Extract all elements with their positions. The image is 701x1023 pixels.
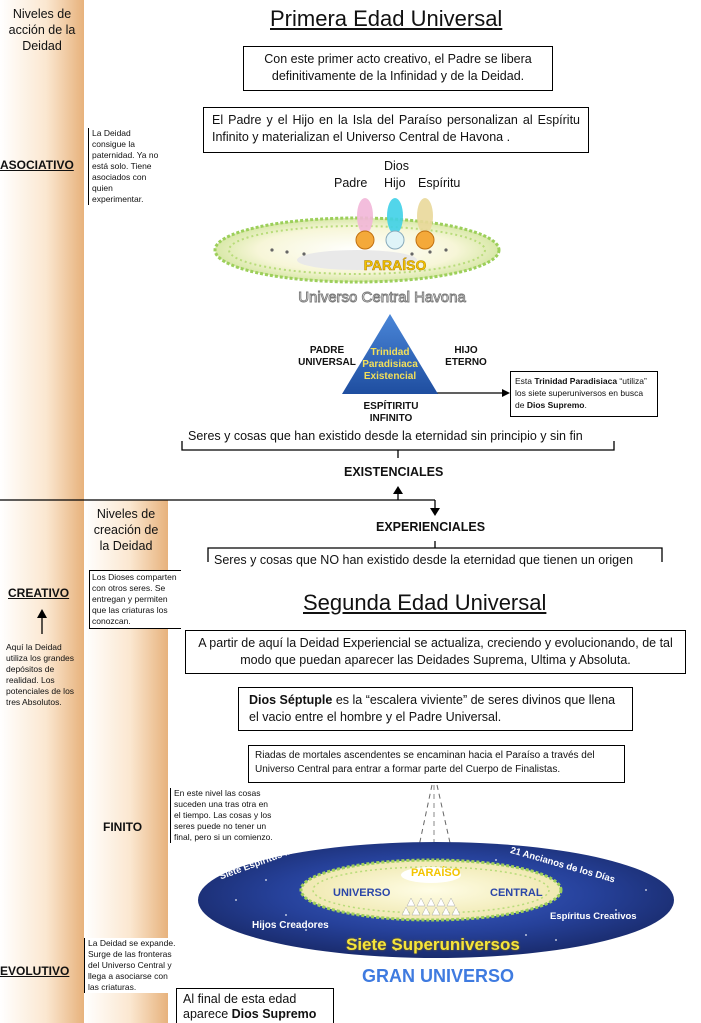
figure-label-padre: Padre [334, 176, 368, 190]
asociativo-label: ASOCIATIVO [0, 158, 74, 172]
second-age-box-1: A partir de aquí la Deidad Experiencial … [185, 630, 686, 674]
trinity-hijo-label: HIJO ETERNO [445, 345, 487, 368]
trinity-center-label: Trinidad Paradisiaca Existencial [362, 347, 418, 382]
paradise-havona-illustration: PARAÍSO Universo Central Havona [213, 198, 501, 306]
sidebar-heading-action: Niveles de acción de la Deidad [8, 7, 76, 53]
experienciales-label: EXPERIENCIALES [376, 520, 486, 534]
absolutos-note: Aquí la Deidad utiliza los grandes depós… [6, 642, 75, 707]
grand-universe-illustration [198, 842, 674, 958]
padre-figure-icon [357, 198, 373, 234]
sidebar-band-top [0, 0, 84, 1023]
paradise-label: PARAÍSO [364, 257, 427, 273]
figure-label-hijo: Hijo [384, 176, 406, 190]
sidebar-heading-creation: Niveles de creación de la Deidad [93, 507, 159, 553]
figure-label-espiritu: Espíritu [418, 176, 461, 190]
galaxy-central-label: CENTRAL [490, 887, 543, 899]
first-age-box-2: El Padre y el Hijo en la Isla del Paraís… [203, 107, 589, 153]
trinity-note-box: Esta Trinidad Paradisiaca “utiliza” los … [510, 371, 658, 417]
trinity-padre-label: PADRE UNIVERSAL [298, 345, 356, 368]
galaxy-gran-universo-label: GRAN UNIVERSO [362, 966, 515, 986]
first-age-title: Primera Edad Universal [270, 6, 503, 31]
espiritu-figure-icon [417, 198, 433, 234]
existential-text: Seres y cosas que han existido desde la … [188, 429, 583, 443]
galaxy-espiritus-creativos-label: Espíritus Creativos [550, 911, 637, 922]
evolutivo-note: La Deidad se expande. Surge de las front… [84, 938, 176, 993]
experiential-text: Seres y cosas que NO han existido desde … [214, 553, 634, 567]
figure-label-dios: Dios [384, 159, 410, 173]
galaxy-paradise-label: PARAÍSO [411, 867, 461, 879]
first-age-box-1: Con este primer acto creativo, el Padre … [243, 46, 553, 91]
finito-note: En este nivel las cosas suceden una tras… [170, 788, 276, 843]
creativo-label: CREATIVO [8, 586, 70, 600]
creativo-note: Los Dioses comparten con otros seres. Se… [89, 570, 181, 629]
mortales-box: Riadas de mortales ascendentes se encami… [248, 745, 625, 783]
final-age-box: Al final de esta edad aparece Dios Supre… [176, 988, 334, 1023]
asociativo-note: La Deidad consigue la paternidad. Ya no … [88, 128, 164, 205]
evolutivo-label: EVOLUTIVO [0, 964, 70, 978]
trinity-triangle [342, 314, 438, 394]
dios-septuple-box: Dios Séptuple es la “escalera viviente” … [238, 687, 633, 731]
finito-label: FINITO [103, 820, 143, 834]
second-age-title: Segunda Edad Universal [303, 590, 547, 615]
galaxy-hijos-creadores-label: Hijos Creadores [252, 920, 329, 931]
hijo-figure-icon [387, 198, 403, 234]
trinity-espiritu-label: ESPÍTIRITU INFINITO [363, 401, 419, 424]
galaxy-universo-label: UNIVERSO [333, 887, 391, 899]
havona-label: Universo Central Havona [298, 289, 466, 306]
galaxy-superuniversos-label: Siete Superuniversos [346, 935, 520, 954]
existenciales-label: EXISTENCIALES [344, 465, 444, 479]
